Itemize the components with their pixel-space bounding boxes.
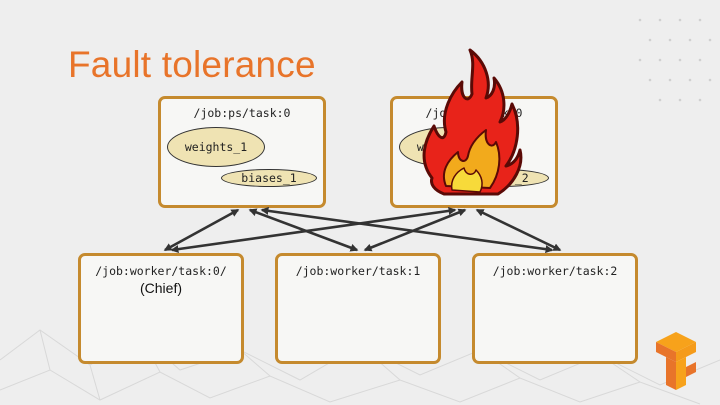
worker-task-box-0: /job:worker/task:0/ (Chief) xyxy=(78,253,244,364)
ps-task-label: /job:ps/task:0 xyxy=(193,106,291,120)
arrow-ps1-worker1 xyxy=(363,208,467,252)
worker-task-label: /job:worker/task:0/ xyxy=(95,264,227,278)
ps-task-box-1: /job:ps/task:0 weights_1 biases_1 xyxy=(158,96,326,208)
arrow-ps1-worker2 xyxy=(475,208,562,252)
worker-task-label: /job:worker/task:1 xyxy=(295,264,421,278)
variable-biases-1: biases_1 xyxy=(221,169,317,187)
worker-task-box-2: /job:worker/task:2 xyxy=(472,253,638,364)
chief-label: (Chief) xyxy=(139,280,182,296)
worker-task-label: /job:worker/task:2 xyxy=(492,264,618,278)
variable-weights-1: weights_1 xyxy=(167,127,265,167)
worker-task-box-1: /job:worker/task:1 xyxy=(275,253,441,364)
slide-title: Fault tolerance xyxy=(68,44,316,85)
